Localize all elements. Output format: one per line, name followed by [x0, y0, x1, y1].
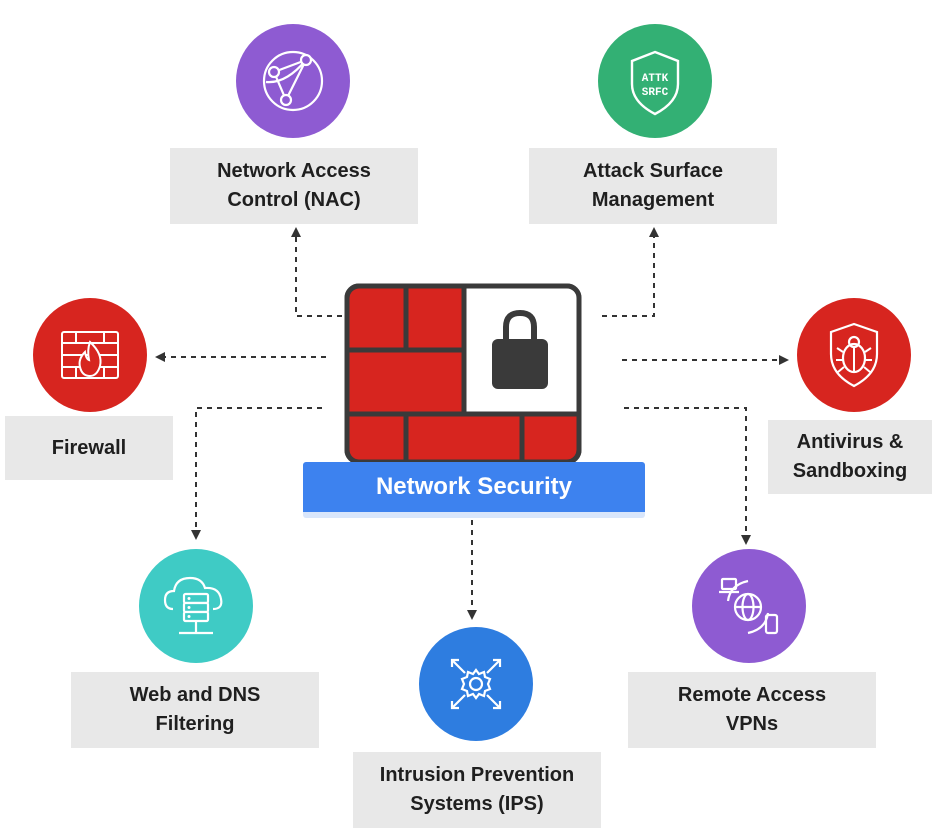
svg-text:ATTK: ATTK	[642, 73, 669, 85]
network-globe-icon	[262, 50, 324, 112]
firewall-flame-icon	[61, 331, 119, 379]
ips-circle	[419, 627, 533, 741]
arrow-to-asm	[602, 227, 659, 317]
nac-circle	[236, 24, 350, 138]
padlock-icon	[503, 309, 537, 339]
dns-circle	[139, 549, 253, 663]
center-title: Network Security	[375, 473, 573, 500]
network-security-banner: Network Security	[303, 462, 645, 518]
antivirus-label: Antivirus &Sandboxing	[768, 420, 932, 494]
arrow-to-nac	[291, 227, 342, 317]
asm-circle: ATTK SRFC	[598, 24, 712, 138]
cloud-server-icon	[163, 576, 223, 635]
brick-wall-lock-icon	[344, 283, 582, 465]
bug-shield-icon	[829, 322, 879, 388]
gear-arrows-icon	[450, 658, 502, 710]
antivirus-circle	[797, 298, 911, 412]
firewall-label: Firewall	[5, 416, 173, 480]
shield-badge-icon: ATTK SRFC	[630, 50, 680, 116]
vpn-circle	[692, 549, 806, 663]
globe-devices-icon	[719, 577, 779, 635]
svg-text:SRFC: SRFC	[642, 87, 669, 99]
arrow-to-dns	[191, 407, 322, 540]
firewall-circle	[33, 298, 147, 412]
arrow-to-vpn	[624, 407, 751, 545]
